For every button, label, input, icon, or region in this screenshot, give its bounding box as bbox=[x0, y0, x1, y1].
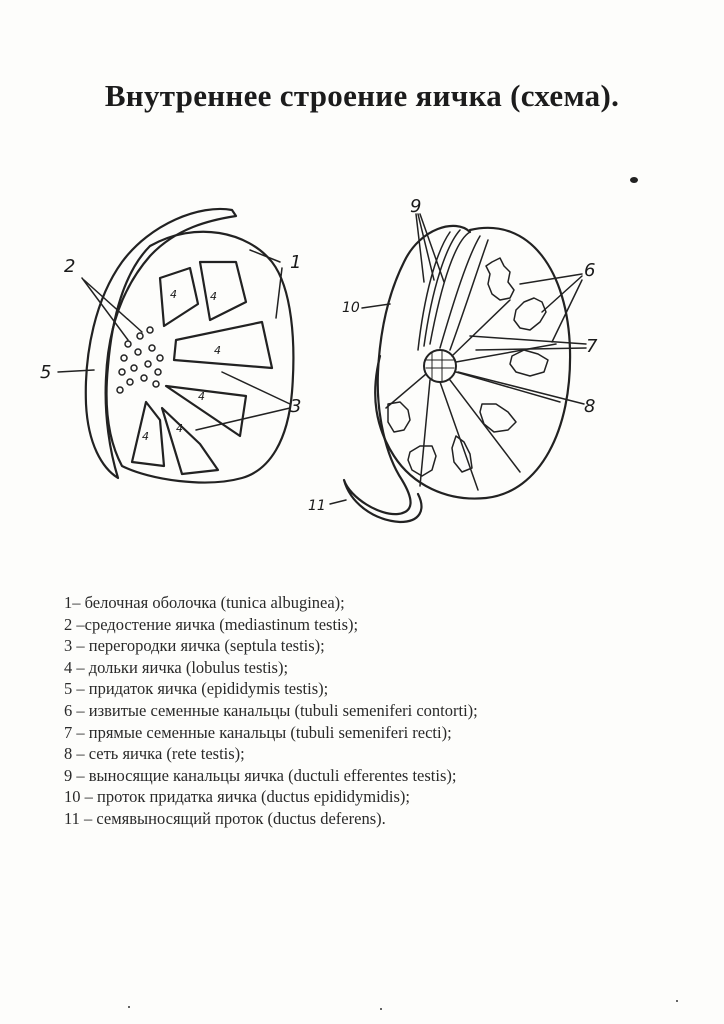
lobule bbox=[198, 260, 248, 322]
legend-list: 1– белочная оболочка (tunica albuginea);… bbox=[64, 592, 478, 830]
label-10: 10 bbox=[342, 300, 360, 316]
rete-testis bbox=[423, 349, 457, 383]
legend-item-5: 5 – придаток яичка (epididymis testis); bbox=[64, 679, 329, 699]
page-speck bbox=[676, 1000, 678, 1002]
lobule bbox=[172, 320, 274, 370]
legend-item-2: 2 –средостение яичка (mediastinum testis… bbox=[64, 614, 359, 634]
page-title: Внутреннее строение яичка (схема). bbox=[104, 78, 620, 113]
label-11: 11 bbox=[308, 498, 326, 514]
legend-item-3: 3 – перегородки яичка (septula testis); bbox=[64, 636, 325, 656]
tunica-albuginea bbox=[105, 230, 295, 484]
right-testis-diagram bbox=[329, 213, 587, 524]
label-4-lobule: 4 bbox=[210, 290, 217, 303]
page-speck bbox=[128, 1006, 130, 1008]
legend-item-9: 9 – выносящие канальцы яичка (ductuli ef… bbox=[64, 765, 457, 785]
label-4-lobule: 4 bbox=[176, 422, 183, 435]
lobule bbox=[164, 384, 248, 438]
epididymis-shape bbox=[84, 207, 238, 480]
label-2-left: 2 bbox=[64, 256, 75, 277]
epididymis-duct bbox=[342, 224, 472, 524]
label-4-lobule: 4 bbox=[214, 344, 221, 357]
legend-item-10: 10 – проток придатка яичка (ductus epidi… bbox=[64, 787, 411, 807]
label-6: 6 bbox=[584, 260, 595, 281]
legend-item-4: 4 – дольки яичка (lobulus testis); bbox=[64, 657, 289, 677]
legend-item-8: 8 – сеть яичка (rete testis); bbox=[64, 744, 245, 764]
left-testis-diagram bbox=[57, 207, 295, 484]
legend-item-6: 6 – извитые семенные канальцы (tubuli se… bbox=[64, 700, 478, 720]
lobule bbox=[130, 400, 166, 468]
label-1-left: 1 bbox=[290, 252, 301, 273]
label-3-left: 3 bbox=[290, 396, 301, 417]
label-4-lobule: 4 bbox=[142, 430, 149, 443]
testis-outline bbox=[374, 226, 572, 500]
label-4-lobule: 4 bbox=[198, 390, 205, 403]
label-5-left: 5 bbox=[40, 362, 51, 383]
lobule bbox=[160, 406, 220, 476]
label-7: 7 bbox=[586, 336, 598, 357]
label-4-lobule: 4 bbox=[170, 288, 177, 301]
lobule bbox=[158, 266, 200, 328]
legend-item-1: 1– белочная оболочка (tunica albuginea); bbox=[64, 593, 345, 612]
label-8: 8 bbox=[584, 396, 595, 417]
label-9: 9 bbox=[410, 196, 421, 217]
legend-item-11: 11 – семявыносящий проток (ductus defere… bbox=[64, 808, 386, 828]
page-speck bbox=[380, 1008, 382, 1010]
legend-item-7: 7 – прямые семенные канальцы (tubuli sem… bbox=[64, 722, 452, 742]
